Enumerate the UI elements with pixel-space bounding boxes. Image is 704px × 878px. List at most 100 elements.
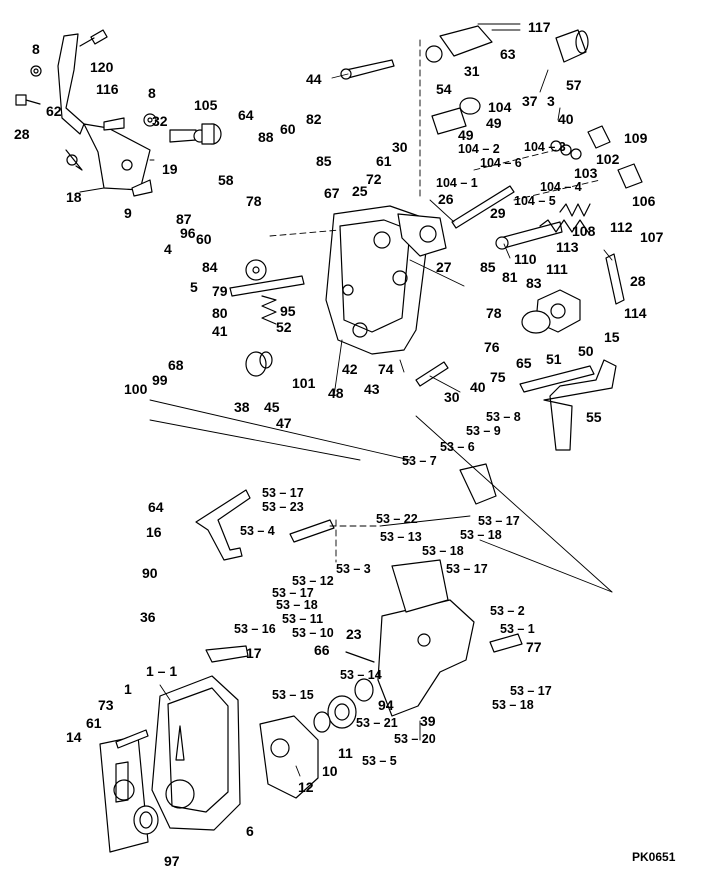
solenoid-105 <box>201 123 222 145</box>
callout-112: 112 <box>610 219 633 235</box>
callout-39: 39 <box>420 713 436 729</box>
callout-104: 104 <box>488 99 512 115</box>
callout-100: 100 <box>124 381 148 397</box>
washer-11 <box>313 711 331 733</box>
callout-53-1: 53 – 1 <box>500 622 535 636</box>
callout-76: 76 <box>484 339 500 355</box>
callout-97: 97 <box>164 853 180 869</box>
governor-housing-upper <box>325 205 431 355</box>
callout-74: 74 <box>378 361 394 377</box>
callout-104-3: 104 – 3 <box>524 140 566 154</box>
rod-110 <box>495 221 563 250</box>
nut-8b <box>143 113 157 127</box>
bearing-94 <box>354 678 374 702</box>
callout-31: 31 <box>464 63 480 79</box>
callout-53-6: 53 – 6 <box>440 440 475 454</box>
callout-53-12: 53 – 12 <box>292 574 334 588</box>
callout-53-14: 53 – 14 <box>340 668 382 682</box>
callout-5: 5 <box>190 279 198 295</box>
callout-19: 19 <box>162 161 178 177</box>
callout-1-1: 1 – 1 <box>146 663 178 679</box>
callout-104-5: 104 – 5 <box>514 194 556 208</box>
lever-53-2 <box>391 559 449 613</box>
callout-41: 41 <box>212 323 228 339</box>
lever-16 <box>195 489 251 561</box>
callout-63: 63 <box>500 46 516 62</box>
callout-95: 95 <box>280 303 296 319</box>
callout-52: 52 <box>276 319 292 335</box>
callout-53-17c: 53 – 17 <box>446 562 488 576</box>
rod-65 <box>519 365 595 393</box>
callout-8b: 8 <box>148 85 156 101</box>
spring-108 <box>559 203 591 217</box>
callout-43: 43 <box>364 381 380 397</box>
callout-53-4: 53 – 4 <box>240 524 275 538</box>
callout-49: 49 <box>458 127 474 143</box>
callout-30b: 30 <box>444 389 460 405</box>
callout-53-20: 53 – 20 <box>394 732 436 746</box>
callout-54: 54 <box>436 81 452 97</box>
callout-77: 77 <box>526 639 542 655</box>
callout-49b: 49 <box>486 115 502 131</box>
callout-65: 65 <box>516 355 532 371</box>
callout-53-23: 53 – 23 <box>262 500 304 514</box>
callout-55: 55 <box>586 409 602 425</box>
callout-29: 29 <box>490 205 506 221</box>
callout-45: 45 <box>264 399 280 415</box>
coupling-54 <box>431 107 467 135</box>
callout-16: 16 <box>146 524 162 540</box>
callout-78: 78 <box>246 193 262 209</box>
callout-36: 36 <box>140 609 156 625</box>
callout-53-18b: 53 – 18 <box>422 544 464 558</box>
callout-27: 27 <box>436 259 452 275</box>
callout-9: 9 <box>124 205 132 221</box>
bolt-120 <box>79 29 108 47</box>
callout-87: 87 <box>176 211 192 227</box>
callout-116: 116 <box>96 81 119 97</box>
callout-11: 11 <box>338 745 353 761</box>
callout-38: 38 <box>234 399 250 415</box>
bolt-32 <box>169 129 207 143</box>
callout-61: 61 <box>376 153 392 169</box>
callout-96: 96 <box>180 225 196 241</box>
callout-40: 40 <box>558 111 574 127</box>
pin-77 <box>489 633 523 653</box>
callout-32: 32 <box>152 113 168 129</box>
spring-38 <box>245 351 273 377</box>
callout-67: 67 <box>324 185 340 201</box>
shaft-79 <box>229 275 305 297</box>
callout-85: 85 <box>316 153 332 169</box>
callout-58: 58 <box>218 172 234 188</box>
callout-53-16: 53 – 16 <box>234 622 276 636</box>
callout-106: 106 <box>632 193 656 209</box>
callout-18: 18 <box>66 189 82 205</box>
gasket-14 <box>99 735 149 853</box>
callout-57: 57 <box>566 77 582 93</box>
long-rod-104-1 <box>451 185 515 229</box>
callout-103: 103 <box>574 165 598 181</box>
callout-104-2: 104 – 2 <box>458 142 500 156</box>
callout-26: 26 <box>438 191 454 207</box>
lever-53-4 <box>289 519 335 543</box>
callout-6: 6 <box>246 823 254 839</box>
spring-111 <box>539 219 589 233</box>
callout-107: 107 <box>640 229 664 245</box>
callout-80: 80 <box>212 305 228 321</box>
callout-4: 4 <box>164 241 172 257</box>
callout-110: 110 <box>514 251 537 267</box>
washers-40 <box>550 140 582 160</box>
callout-53-5: 53 – 5 <box>362 754 397 768</box>
bolt-9 <box>131 179 153 197</box>
callout-37: 37 <box>522 93 538 109</box>
callout-90: 90 <box>142 565 158 581</box>
callout-47: 47 <box>276 415 292 431</box>
callout-99: 99 <box>152 372 168 388</box>
callout-40b: 40 <box>470 379 486 395</box>
pin-66 <box>345 651 375 663</box>
callout-53-3: 53 – 3 <box>336 562 371 576</box>
callout-14: 14 <box>66 729 82 745</box>
callout-17: 17 <box>246 645 262 661</box>
callout-85b: 85 <box>480 259 496 275</box>
callout-44: 44 <box>306 71 322 87</box>
